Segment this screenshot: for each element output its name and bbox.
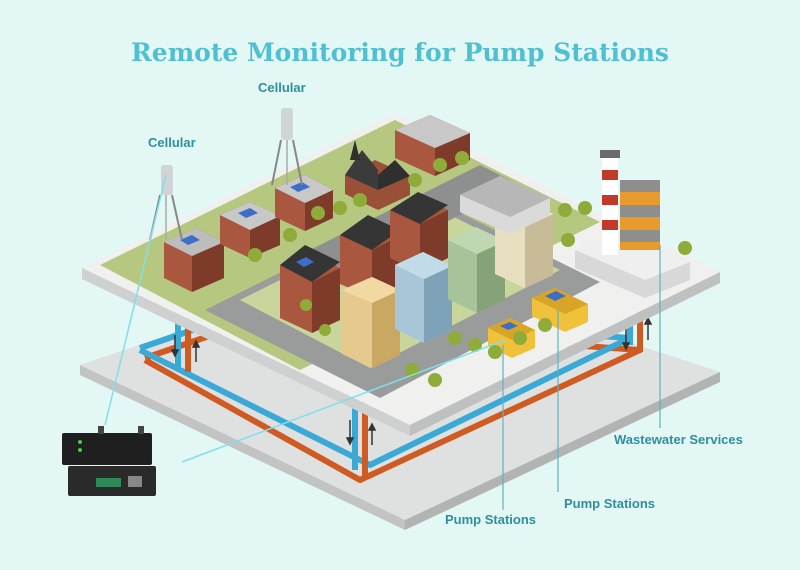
tree-icon [448, 331, 462, 345]
pump-stations-label-1: Pump Stations [445, 512, 536, 527]
tree-icon [455, 151, 469, 165]
tree-icon [408, 173, 422, 187]
tree-icon [319, 324, 331, 336]
tree-icon [578, 201, 592, 215]
tree-icon [538, 318, 552, 332]
cellular-label-top: Cellular [258, 80, 306, 95]
tree-icon [678, 241, 692, 255]
tree-icon [488, 345, 502, 359]
tree-icon [513, 331, 527, 345]
tree-icon [561, 233, 575, 247]
tree-icon [300, 299, 312, 311]
tower-beige-front [342, 277, 400, 368]
cellular-label-left: Cellular [148, 135, 196, 150]
router-device-icon [62, 426, 156, 496]
tree-icon [283, 228, 297, 242]
wastewater-services-label: Wastewater Services [614, 432, 743, 447]
tower-blue [395, 252, 452, 343]
tree-icon [353, 193, 367, 207]
tree-icon [558, 203, 572, 217]
tree-icon [433, 158, 447, 172]
tree-icon [428, 373, 442, 387]
tree-icon [333, 201, 347, 215]
apartment-dark-1 [280, 245, 340, 333]
tree-icon [311, 206, 325, 220]
tree-icon [248, 248, 262, 262]
pump-stations-label-2: Pump Stations [564, 496, 655, 511]
cellular-tower-icon [281, 108, 293, 140]
factory-chimney-icon [600, 150, 620, 255]
